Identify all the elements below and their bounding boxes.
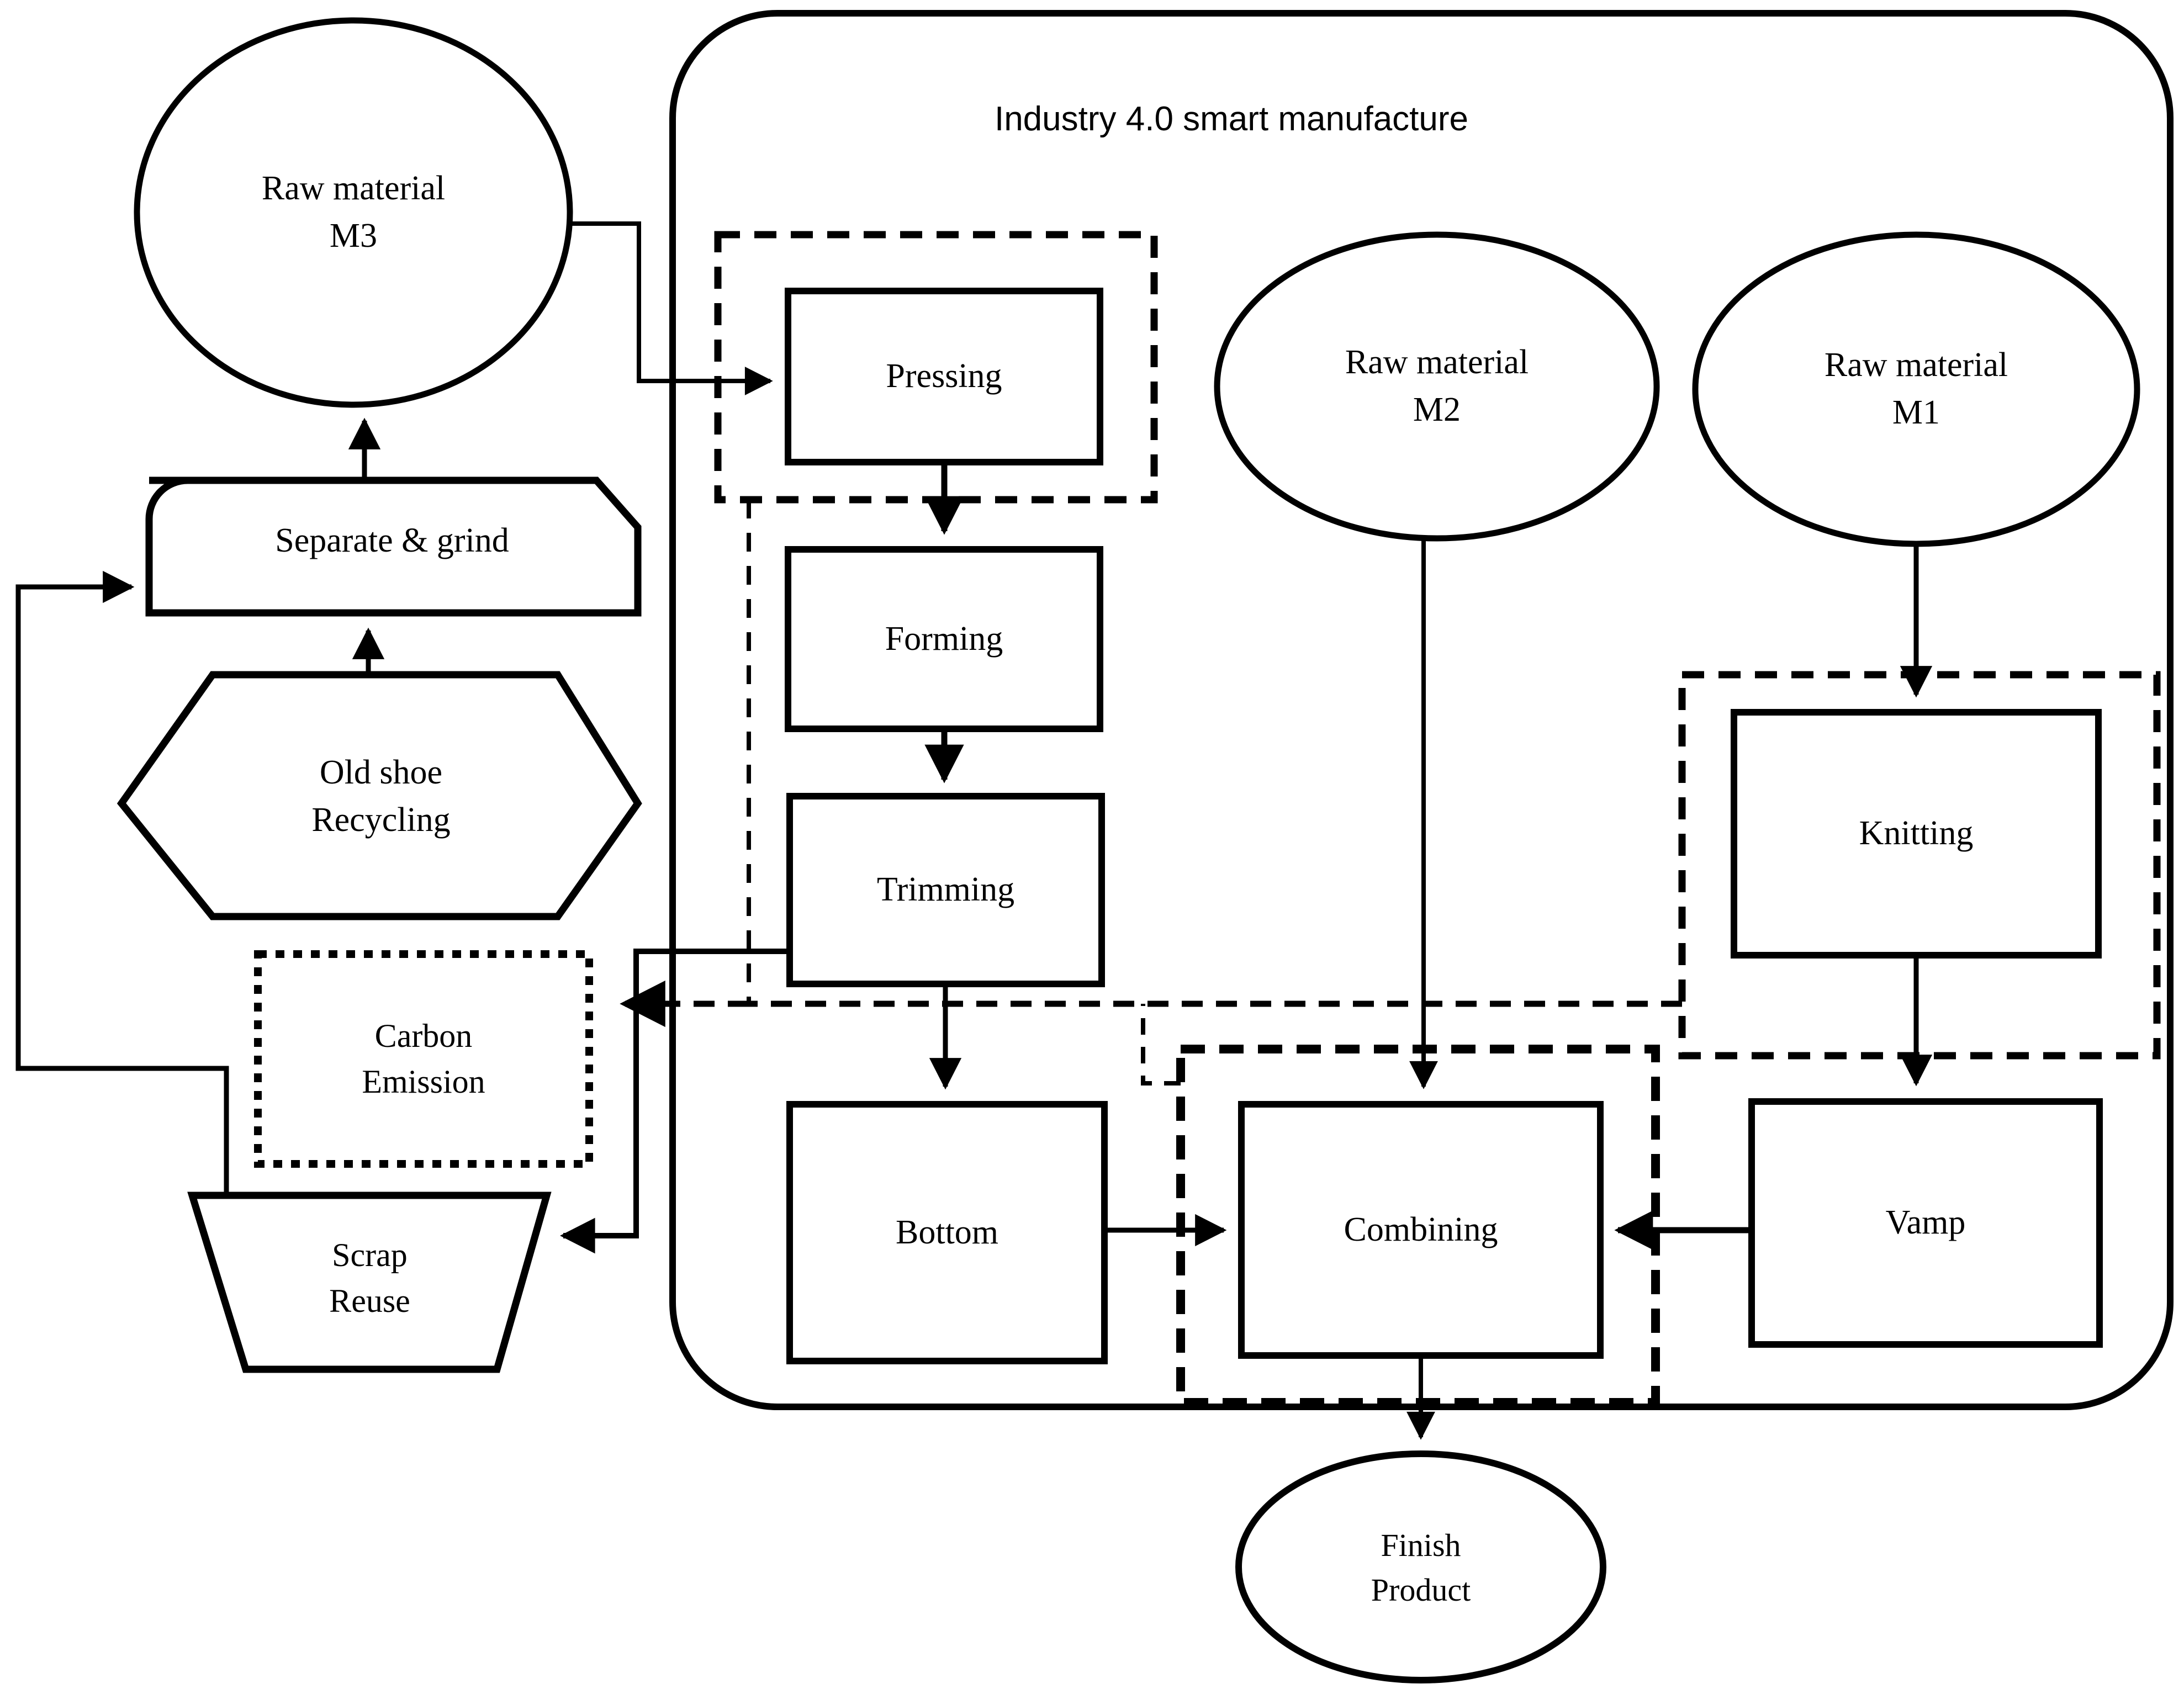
- group-title-smart-factory: Industry 4.0 smart manufacture: [994, 100, 1469, 138]
- node-carbon-emission[interactable]: [254, 950, 593, 1168]
- edge-scrap-reuse-to-separate-grind: [15, 570, 229, 1195]
- node-forming[interactable]: [785, 546, 1103, 732]
- node-knitting[interactable]: [1731, 709, 2102, 959]
- node-combining[interactable]: [1238, 1101, 1604, 1359]
- node-pressing[interactable]: [785, 288, 1103, 465]
- node-trimming[interactable]: [786, 793, 1105, 987]
- node-separate-grind[interactable]: [145, 476, 642, 617]
- group-combining-cell: [1176, 1045, 1660, 1407]
- node-scrap-reuse[interactable]: [187, 1192, 552, 1373]
- node-vamp[interactable]: [1748, 1098, 2103, 1348]
- edge-m3-to-pressing: [567, 221, 773, 395]
- node-raw-material-m2[interactable]: [1214, 231, 1660, 542]
- edge-combining-cell-emission-branch: [1141, 1004, 1181, 1086]
- node-raw-material-m3[interactable]: [134, 17, 573, 408]
- node-finish-product[interactable]: [1235, 1450, 1606, 1683]
- node-bottom[interactable]: [786, 1101, 1108, 1364]
- edge-trimming-to-scrap-reuse: [559, 949, 790, 1254]
- node-old-shoe-recycling[interactable]: [117, 671, 642, 920]
- node-raw-material-m1[interactable]: [1692, 231, 2140, 547]
